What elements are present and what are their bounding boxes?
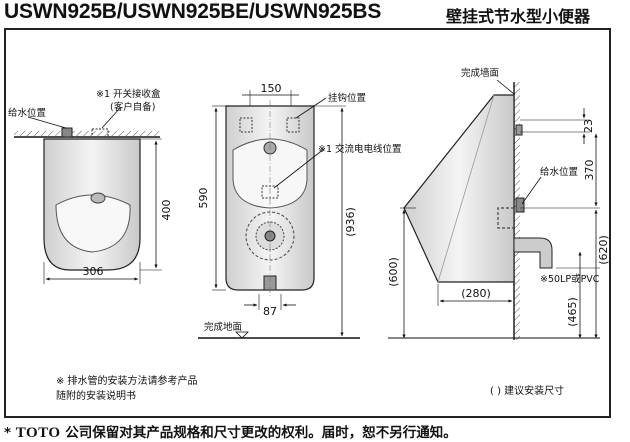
footer-text: 公司保留对其产品规格和尺寸更改的权利。届时，恕不另行通知。 [65,425,457,441]
dim-side-600: (600) [387,257,400,287]
dim-left-width: 306 [83,265,104,278]
side-supply-pipe [497,207,514,229]
dim-side-280: (280) [461,287,491,300]
left-view [14,107,162,284]
drain-note-line1: ※ 排水管的安装方法请参考产品 [56,376,198,387]
footer-disclaimer: * TOTO 公司保留对其产品规格和尺寸更改的权利。届时，恕不另行通知。 [4,421,457,442]
left-switch-box [91,128,109,138]
front-urinal-bowl [232,138,308,209]
side-drain-label: ※50LP或PVC [540,273,600,285]
front-view [198,90,360,339]
left-supply-pipe [61,127,73,138]
side-wall-label: 完成墙面 [461,67,499,79]
model-title: USWN925B/USWN925BE/USWN925BS [4,0,382,23]
dim-side-23: 23 [582,119,595,133]
front-ac-label: ※1 交流电电线位置 [318,143,402,155]
front-floor-label: 完成地面 [204,321,242,333]
toto-logo: TOTO [15,425,61,441]
dim-front-936: (936) [344,207,357,237]
left-switch-note-line2: (客户自备) [110,101,155,113]
dim-left-height: 400 [160,200,173,221]
dim-side-620: (620) [597,235,610,265]
front-hook-label: 挂钩位置 [328,92,366,104]
left-switch-note-line1: ※1 开关接收盒 [96,88,161,100]
dim-front-590: 590 [197,188,210,209]
side-drain-pipe [513,237,553,269]
front-hook-right [286,117,300,133]
bracket-note: ( ) 建议安装尺寸 [490,386,565,397]
side-urinal-profile [403,94,515,283]
product-name: 壁挂式节水型小便器 [446,7,591,26]
dim-front-87: 87 [263,305,277,318]
dim-side-465: (465) [566,297,579,327]
title-bar: USWN925B/USWN925BE/USWN925BS 壁挂式节水型小便器 [0,0,630,26]
left-spreader [90,192,106,204]
front-hook-left [239,117,253,133]
left-wall-hatch [14,131,160,137]
drain-note-line2: 随附的安装说明书 [56,391,136,402]
dim-side-370: 370 [583,160,596,181]
left-supply-label: 给水位置 [8,107,46,119]
side-view [388,79,600,340]
drawing-frame [4,28,611,418]
dim-front-top-width: 150 [261,82,282,95]
side-supply-label: 给水位置 [540,166,578,178]
footer-star: * [4,425,12,441]
